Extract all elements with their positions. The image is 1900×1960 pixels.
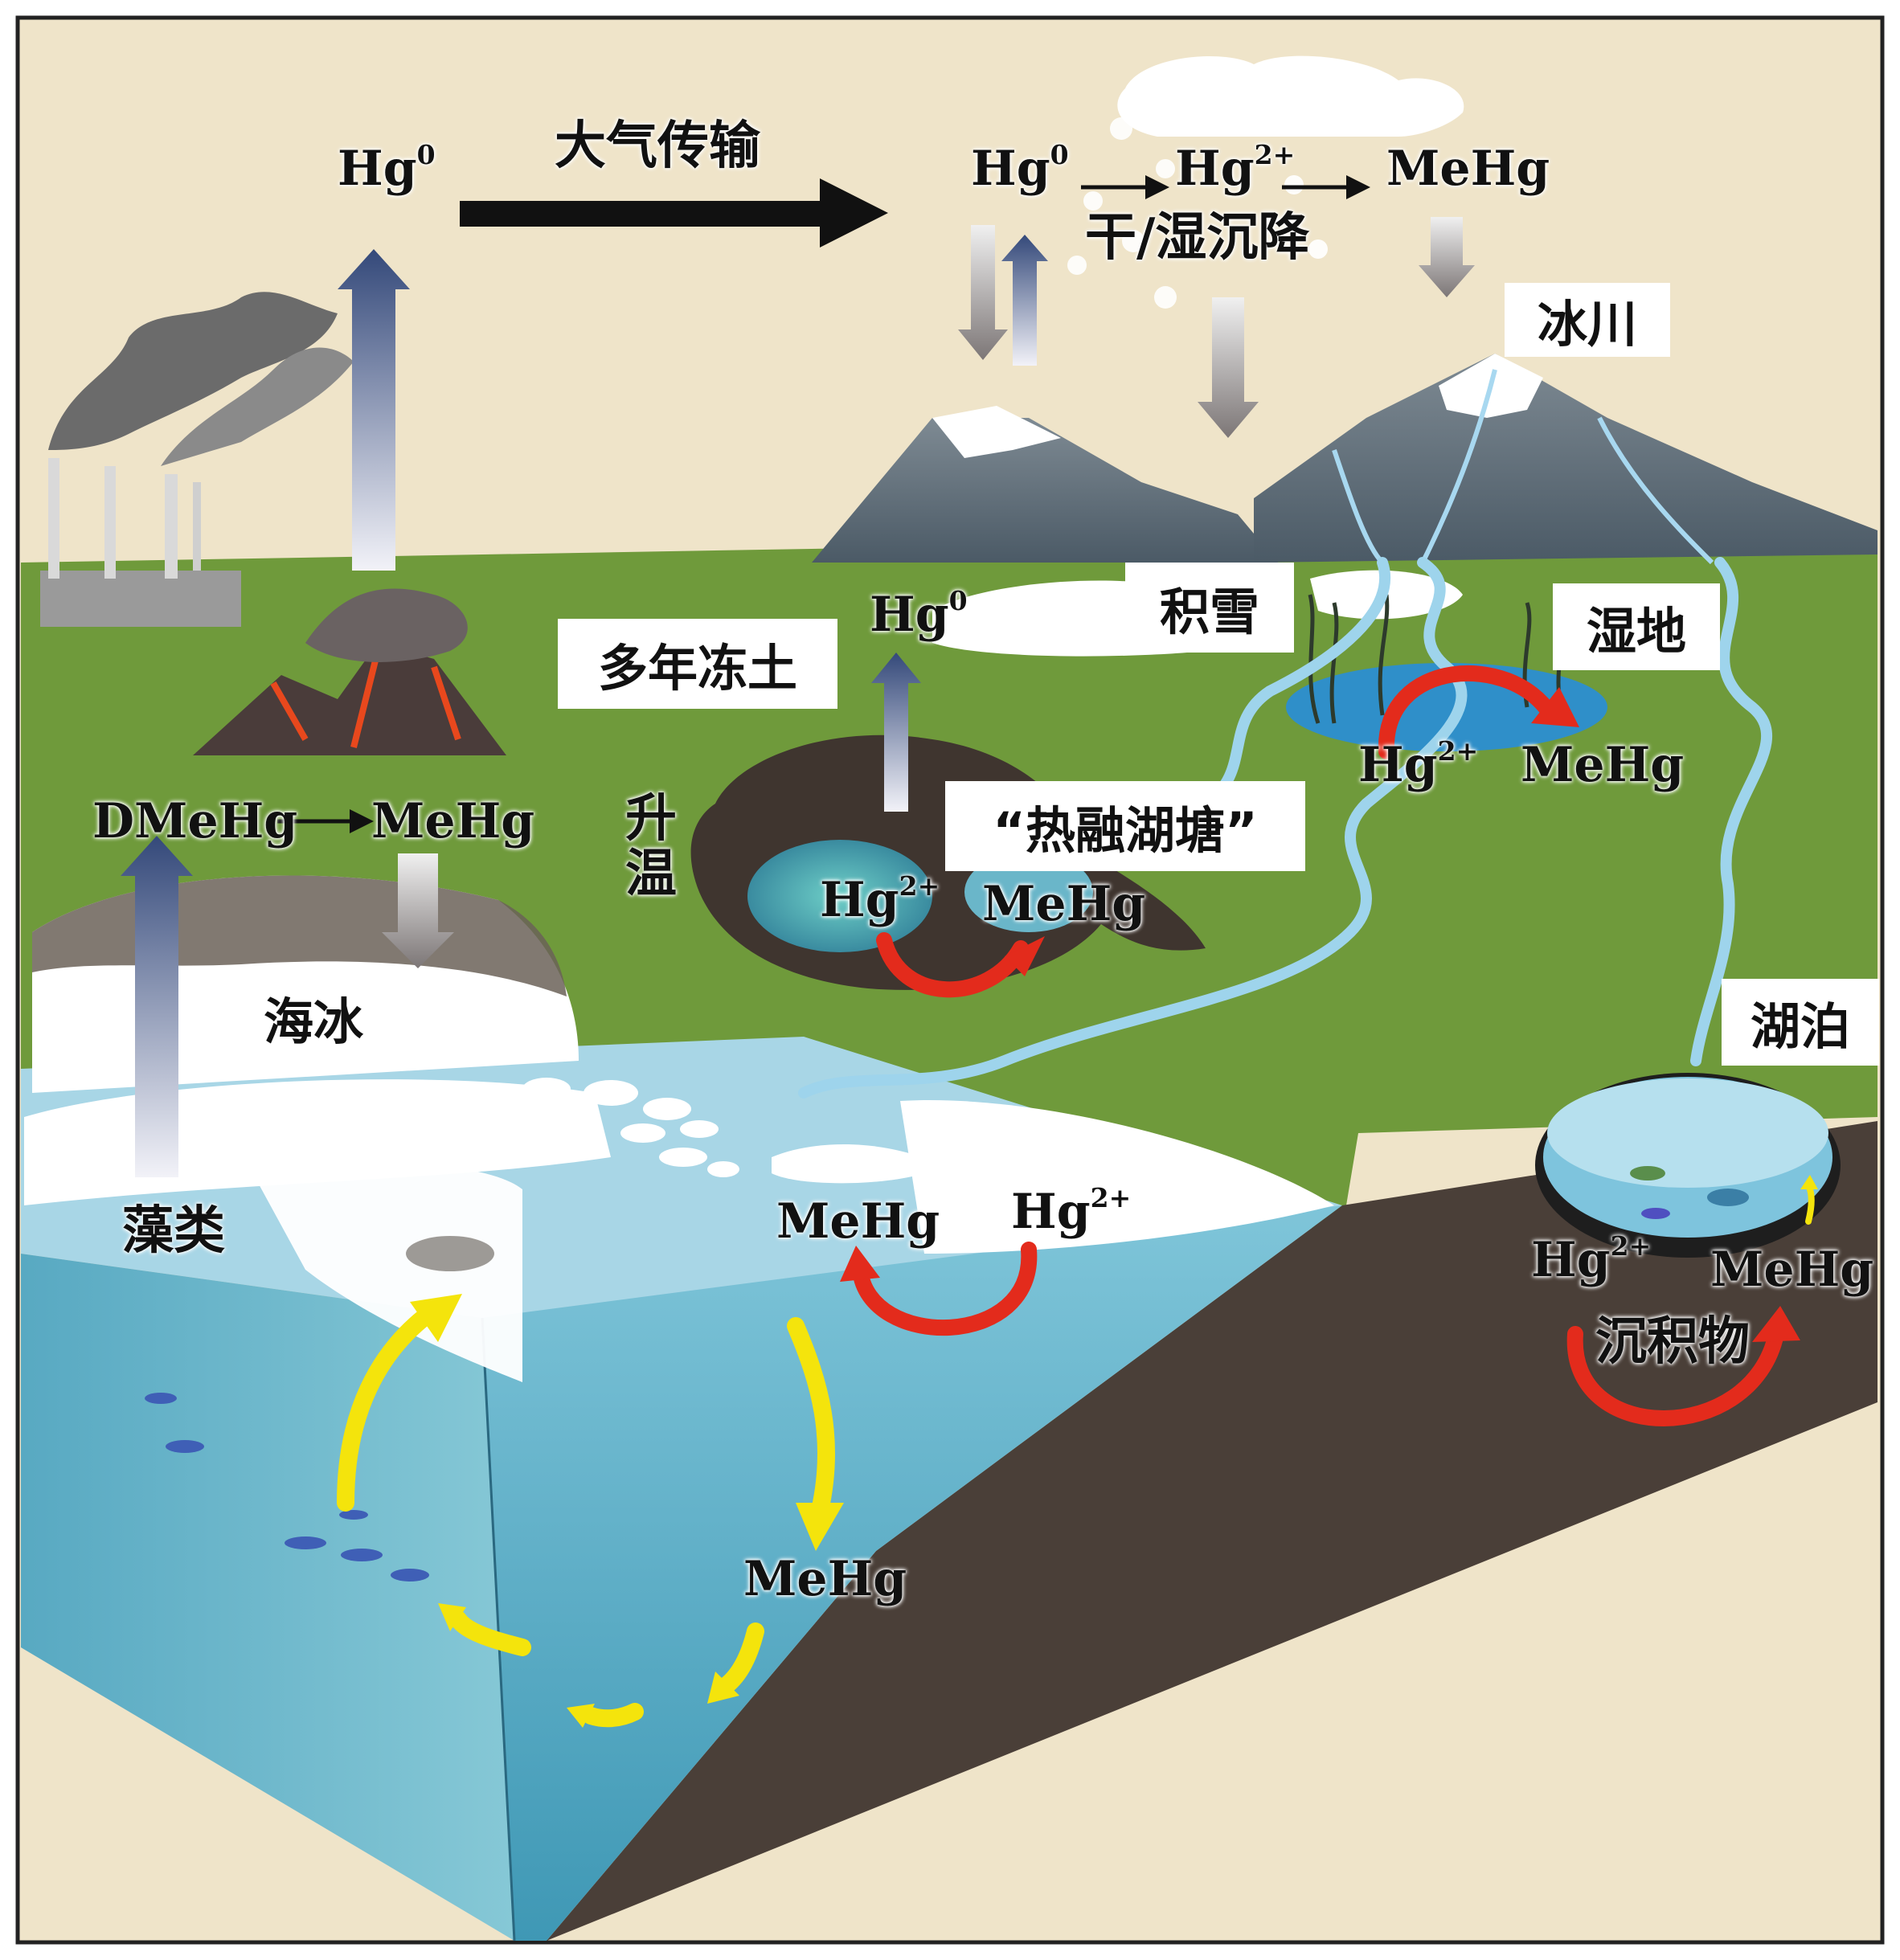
deposition-label: 干/湿沉降 [1085, 208, 1310, 268]
volcano [193, 588, 506, 755]
sediment-label: 沉积物 [1595, 1312, 1750, 1372]
ice-fragments [450, 1078, 739, 1177]
mehg-atmosphere-label: MeHg [1386, 141, 1550, 197]
hg2-lake-label: Hg2+ [1531, 1230, 1652, 1288]
reaction-arrows-black [277, 175, 1370, 833]
warming-label: 升温 [625, 789, 677, 905]
fish [145, 1166, 1749, 1582]
factory [40, 292, 354, 627]
mehg-thermokarst-label: MeHg [982, 876, 1146, 932]
methylation-arrows [852, 665, 1784, 1426]
food-web-arrowheads [410, 1175, 1818, 1728]
deposition-arrows [382, 217, 1475, 968]
dmehg-label: DMeHg [92, 793, 298, 849]
atmospheric-transport-label: 大气传输 [555, 117, 760, 176]
seal [406, 1236, 494, 1271]
hg0-emission-label: Hg0 [338, 139, 436, 197]
hg2-thermokarst-label: Hg2+ [820, 870, 940, 928]
hg0-permafrost-label: Hg0 [870, 585, 968, 643]
mehg-ocean-surface-label: MeHg [776, 1193, 940, 1250]
emission-arrows [121, 235, 1048, 1177]
hg2-atmosphere-label: Hg2+ [1175, 139, 1296, 197]
thermokarst-label: “热融湖塘” [945, 781, 1305, 871]
permafrost-label: 多年冻土 [558, 619, 837, 709]
lake-label: 湖泊 [1722, 979, 1879, 1066]
hg0-atmosphere-label: Hg0 [971, 139, 1069, 197]
mehg-wetland-label: MeHg [1521, 737, 1685, 793]
wetland-label: 湿地 [1553, 583, 1720, 670]
methylation-arrowheads [840, 687, 1800, 1342]
sea-ice-label: 海冰 [229, 974, 398, 1061]
transport-arrow [460, 178, 888, 248]
snowpack-label: 积雪 [1125, 563, 1294, 653]
algae-label: 藻类 [122, 1201, 225, 1261]
glacier-label: 冰川 [1505, 283, 1670, 357]
lake-area [1535, 1073, 1841, 1258]
mehg-sea-ice-label: MeHg [371, 793, 535, 849]
hg2-wetland-label: Hg2+ [1358, 735, 1479, 793]
rivers [798, 557, 1773, 1099]
hg2-ocean-surface-label: Hg2+ [1011, 1182, 1132, 1240]
food-web-arrows [337, 1182, 1815, 1728]
mehg-deep-ocean-label: MeHg [743, 1551, 907, 1607]
snowflakes [1067, 117, 1328, 309]
mountains [812, 354, 1877, 565]
mehg-lake-label: MeHg [1710, 1242, 1874, 1298]
